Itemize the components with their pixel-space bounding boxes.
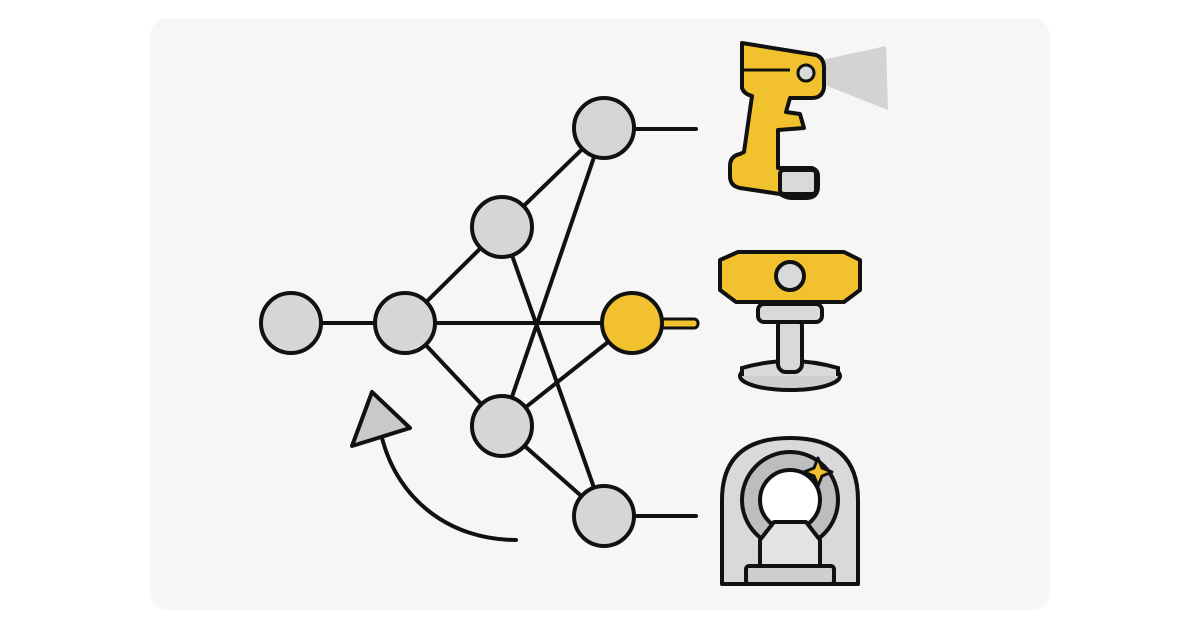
scanner-beam <box>822 46 888 110</box>
highlight-connector <box>658 317 700 330</box>
projector-on-stand-icon <box>718 250 862 392</box>
mri-scanner-icon <box>720 436 860 586</box>
network-node <box>470 195 534 259</box>
network-node <box>572 484 636 548</box>
handheld-scanner-icon <box>728 41 888 200</box>
network-node <box>259 291 323 355</box>
network-nodes <box>259 96 664 548</box>
network-node <box>572 96 636 160</box>
network-node <box>470 394 534 458</box>
sparkle-icon <box>802 456 834 488</box>
network-node <box>373 291 437 355</box>
device-connectors <box>632 127 698 518</box>
edge <box>500 225 606 518</box>
network-node-highlighted <box>600 291 664 355</box>
edge <box>500 126 606 428</box>
curved-arrow-icon <box>350 390 518 542</box>
